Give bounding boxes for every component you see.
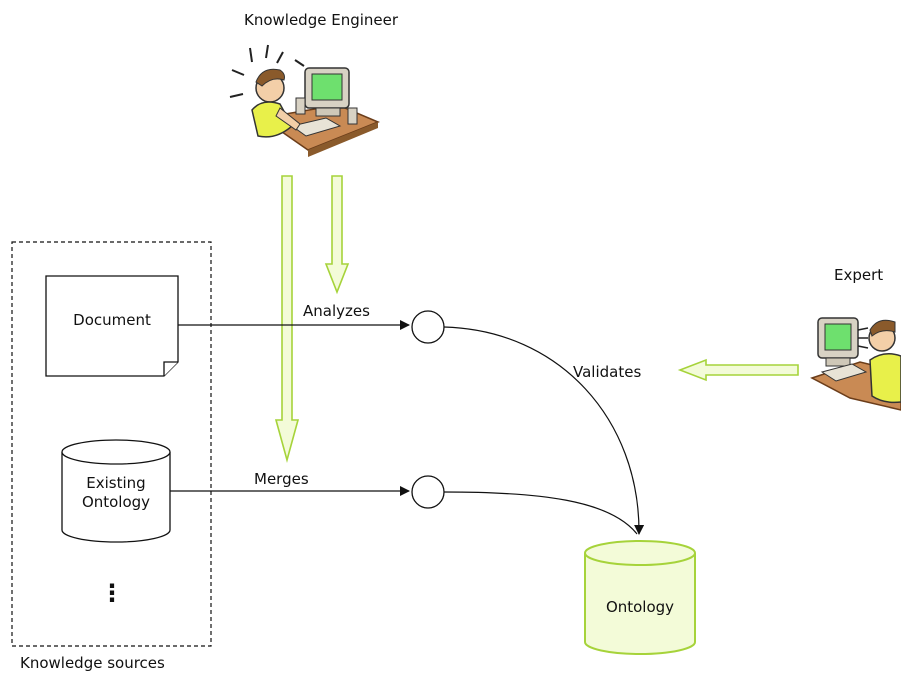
- engineer-merges-arrow: [274, 175, 300, 464]
- ontology-node: Ontology: [584, 540, 696, 655]
- knowledge-engineer-icon: [229, 44, 380, 157]
- existing-ontology-label-line2: Ontology: [82, 493, 150, 511]
- document-label: Document: [73, 311, 151, 329]
- existing-ontology-node: Existing Ontology: [61, 439, 171, 543]
- analyzes-label: Analyzes: [303, 302, 370, 320]
- engineer-analyzes-arrow: [324, 175, 350, 295]
- expert-label: Expert: [834, 266, 883, 284]
- expert-icon: [810, 317, 901, 411]
- ontology-label: Ontology: [606, 598, 674, 616]
- expert-validates-arrow: [677, 358, 799, 382]
- knowledge-sources-label: Knowledge sources: [20, 654, 165, 672]
- knowledge-engineer-label: Knowledge Engineer: [244, 11, 399, 29]
- more-sources-ellipsis: ⋮: [100, 579, 124, 607]
- existing-ontology-label-line1: Existing: [86, 474, 145, 492]
- merges-process-node: [411, 475, 445, 509]
- document-node: Document: [45, 275, 179, 377]
- merges-label: Merges: [254, 470, 309, 488]
- validates-label: Validates: [573, 363, 641, 381]
- analyzes-to-ontology-connector: [443, 326, 645, 535]
- merges-to-ontology-connector: [443, 491, 638, 535]
- analyzes-process-node: [411, 310, 445, 344]
- knowledge-sources-container: [11, 241, 212, 647]
